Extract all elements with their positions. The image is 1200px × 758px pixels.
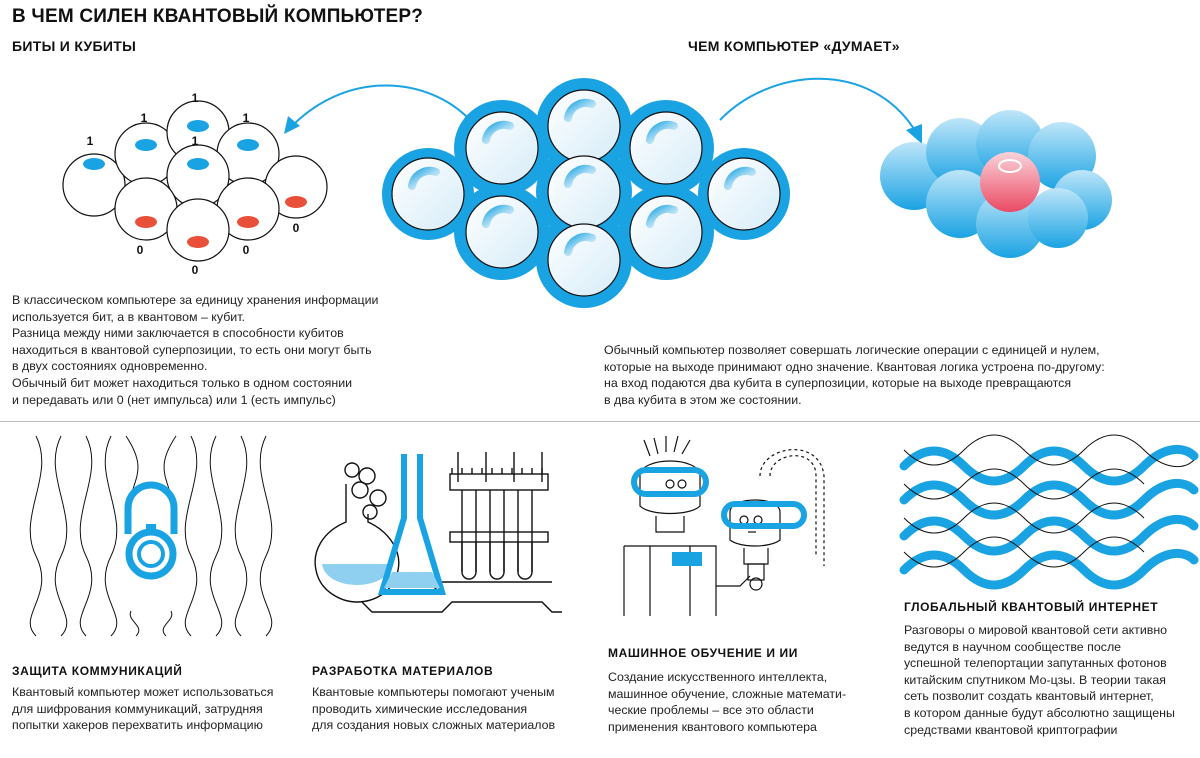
bit-label: 0 bbox=[293, 221, 300, 235]
bits-description: В классическом компьютере за единицу хра… bbox=[12, 293, 379, 407]
bit-label: 0 bbox=[137, 243, 144, 257]
bits-heading: БИТЫ И КУБИТЫ bbox=[12, 38, 137, 54]
app-title-materials: РАЗРАБОТКА МАТЕРИАЛОВ bbox=[312, 664, 494, 678]
app-text-internet: Разговоры о мировой квантовой сети актив… bbox=[904, 623, 1175, 737]
bit-label: 1 bbox=[243, 111, 250, 125]
app-title-ml: МАШИННОЕ ОБУЧЕНИЕ И ИИ bbox=[608, 646, 798, 660]
bit-label: 1 bbox=[192, 91, 199, 105]
cloud-of-qubits bbox=[382, 78, 790, 308]
app-title-communications: ЗАЩИТА КОММУНИКАЦИЙ bbox=[12, 664, 183, 678]
thinking-heading: ЧЕМ КОМПЬЮТЕР «ДУМАЕТ» bbox=[688, 38, 900, 54]
bit-label: 1 bbox=[192, 134, 199, 148]
flask-icon bbox=[314, 452, 562, 613]
bit-label: 1 bbox=[141, 111, 148, 125]
app-text-ml: Создание искусственного интеллекта, маши… bbox=[608, 670, 847, 734]
entangled-qubits bbox=[880, 110, 1112, 258]
page-title: В ЧЕМ СИЛЕН КВАНТОВЫЙ КОМПЬЮТЕР? bbox=[12, 6, 424, 27]
lock-icon bbox=[29, 435, 273, 637]
app-text-materials: Квантовые компьютеры помогают ученым про… bbox=[312, 685, 556, 733]
arrow-right-icon bbox=[719, 77, 922, 144]
bit-label: 1 bbox=[87, 134, 94, 148]
app-title-internet: ГЛОБАЛЬНЫЙ КВАНТОВЫЙ ИНТЕРНЕТ bbox=[904, 600, 1159, 614]
arrow-left-icon bbox=[284, 84, 471, 134]
bits-qubits-diagram: 1 1 1 1 1 0 0 0 0 0 bbox=[62, 91, 328, 277]
section-divider bbox=[0, 421, 1200, 422]
bit-label: 0 bbox=[243, 243, 250, 257]
bit-label: 0 bbox=[192, 263, 199, 277]
robot-scientist-icon bbox=[623, 435, 825, 616]
network-waves-icon bbox=[899, 434, 1199, 590]
app-text-communications: Квантовый компьютер может использоваться… bbox=[12, 685, 274, 733]
thinking-description: Обычный компьютер позволяет совершать ло… bbox=[604, 343, 1105, 407]
